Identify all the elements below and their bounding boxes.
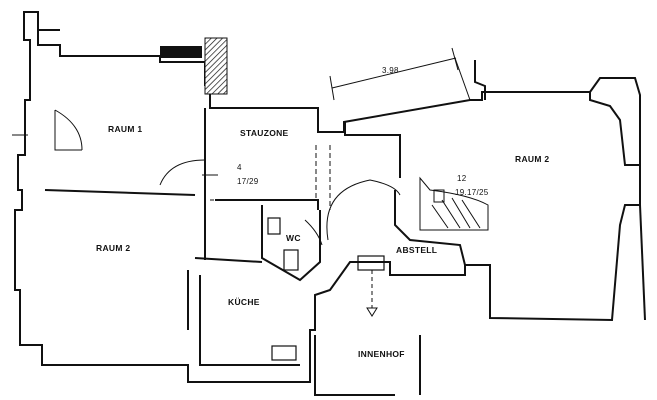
stair-left-number: 4 — [237, 163, 242, 172]
door-arc-central — [326, 179, 401, 241]
chimney-hatch — [204, 37, 228, 95]
raum2-left-label: RAUM 2 — [96, 243, 131, 253]
stair-left-ratio: 17/29 — [237, 177, 259, 186]
interior-wall-kueche — [199, 275, 300, 366]
wc-fixture — [267, 217, 281, 235]
right-wing-diag — [454, 57, 471, 101]
abstell-label: ABSTELL — [396, 245, 438, 255]
door-arc-raum1 — [54, 109, 83, 151]
dimension-line — [331, 57, 457, 89]
left-notch — [37, 12, 60, 31]
dimension-label: 3.98 — [382, 66, 399, 75]
arrow-head — [366, 307, 378, 317]
door-arc-wc — [304, 219, 323, 246]
raum1-label: RAUM 1 — [108, 124, 143, 134]
stair-right — [419, 176, 489, 231]
interior-wall-raum1-bottom — [44, 189, 196, 196]
innenhof-label: INNENHOF — [358, 349, 405, 359]
top-bumpout — [474, 60, 486, 100]
stair-right-number: 12 — [457, 174, 467, 183]
door-line-raum1 — [54, 110, 82, 151]
stauzone-label: STAUZONE — [240, 128, 289, 138]
interior-wall-wc — [261, 205, 321, 282]
ventilation-box — [357, 255, 385, 271]
raum2-right-label: RAUM 2 — [515, 154, 550, 164]
right-edge — [639, 204, 646, 321]
abstell-wall — [394, 190, 466, 266]
sink-fixture — [283, 249, 299, 271]
stair-treads — [431, 197, 481, 229]
right-room-left — [344, 122, 401, 178]
stair-arrow-box — [433, 189, 445, 203]
kitchen-sink — [271, 345, 297, 361]
dimension-tick-left — [329, 75, 335, 101]
door-arc-stair — [159, 159, 206, 186]
chimney-solid — [160, 46, 202, 58]
top-right — [589, 77, 641, 165]
interior-wall-stau — [215, 199, 319, 210]
interior-wall-kueche-top — [194, 257, 263, 263]
stair-right-ratio: 19.17/25 — [455, 188, 489, 197]
outer-wall-left — [14, 11, 641, 383]
kueche-label: KÜCHE — [228, 297, 260, 307]
wc-label: WC — [286, 233, 301, 243]
innenhof-left — [314, 335, 395, 396]
